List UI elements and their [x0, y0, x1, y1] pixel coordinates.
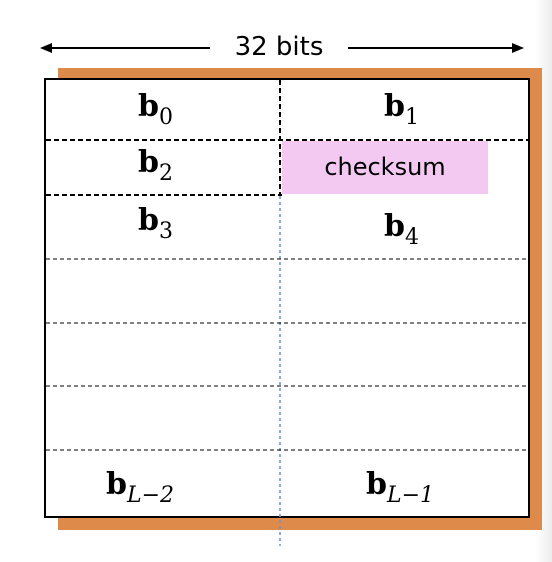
field-b0: b0 — [138, 90, 173, 135]
field-b4-sub: 4 — [404, 225, 419, 250]
field-b1-sub: 1 — [404, 105, 419, 130]
field-b-l-minus-1-sub: L−1 — [386, 483, 435, 508]
field-b4-base: b — [384, 209, 405, 244]
field-b4: b4 — [384, 210, 419, 255]
arrow-left-head — [40, 43, 52, 53]
checksum-label: checksum — [324, 153, 446, 181]
field-b2-sub: 2 — [158, 161, 173, 186]
field-b0-base: b — [138, 89, 159, 124]
field-b3-base: b — [138, 203, 159, 238]
arrow-right-head — [512, 43, 524, 53]
field-b3-sub: 3 — [158, 219, 173, 244]
field-b1-base: b — [384, 89, 405, 124]
field-b-l-minus-2-base: b — [106, 467, 127, 502]
field-b-l-minus-2-sub: L−2 — [126, 483, 175, 508]
field-b-l-minus-1-base: b — [366, 467, 387, 502]
field-b-l-minus-1: bL−1 — [366, 468, 434, 513]
width-label: 32 bits — [210, 32, 348, 62]
field-b2-base: b — [138, 145, 159, 180]
field-b1: b1 — [384, 90, 419, 135]
field-b0-sub: 0 — [158, 105, 173, 130]
checksum-cell — [282, 141, 488, 194]
field-b-l-minus-2: bL−2 — [106, 468, 174, 513]
field-b2: b2 — [138, 146, 173, 191]
field-b3: b3 — [138, 204, 173, 249]
